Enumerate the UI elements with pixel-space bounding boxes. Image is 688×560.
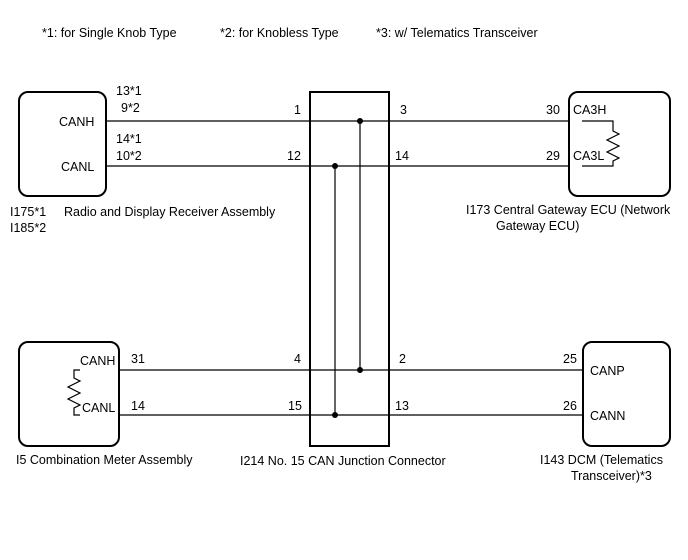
junction-pin-2: 2 <box>399 352 406 366</box>
gateway-name-line1: I173 Central Gateway ECU (Network <box>466 203 671 217</box>
radio-canl-pin-single: 14*1 <box>116 132 142 146</box>
note-knobless: *2: for Knobless Type <box>220 26 339 40</box>
radio-canh-pin-single: 13*1 <box>116 84 142 98</box>
dcm-name-line2: Transceiver)*3 <box>571 469 652 483</box>
meter-canl-pin: 14 <box>131 399 145 413</box>
radio-name: Radio and Display Receiver Assembly <box>64 205 276 219</box>
dcm-cann-pin: 26 <box>563 399 577 413</box>
junction-pin-4: 4 <box>294 352 301 366</box>
dcm-name-line1: I143 DCM (Telematics <box>540 453 663 467</box>
dcm-canp-pin: 25 <box>563 352 577 366</box>
dcm-box <box>582 341 671 447</box>
radio-canh-label: CANH <box>59 115 94 129</box>
meter-name: I5 Combination Meter Assembly <box>16 453 193 467</box>
junction-pin-12: 12 <box>287 149 301 163</box>
radio-receiver-box <box>18 91 107 197</box>
gateway-ca3h-pin: 30 <box>546 103 560 117</box>
junction-pin-15: 15 <box>288 399 302 413</box>
splice-dot-canh-bottom <box>357 367 363 373</box>
junction-pin-3: 3 <box>400 103 407 117</box>
gateway-name-line2: Gateway ECU) <box>496 219 579 233</box>
meter-canh-label: CANH <box>80 354 115 368</box>
junction-pin-1: 1 <box>294 103 301 117</box>
junction-pin-13: 13 <box>395 399 409 413</box>
dcm-cann-label: CANN <box>590 409 625 423</box>
note-telematics: *3: w/ Telematics Transceiver <box>376 26 538 40</box>
gateway-ca3l-label: CA3L <box>573 149 604 163</box>
splice-dot-canl-bottom <box>332 412 338 418</box>
gateway-ca3l-pin: 29 <box>546 149 560 163</box>
radio-code-knobless: I185*2 <box>10 221 46 235</box>
junction-connector-box <box>309 91 390 447</box>
junction-caption: I214 No. 15 CAN Junction Connector <box>240 454 446 468</box>
radio-canl-label: CANL <box>61 160 94 174</box>
gateway-ca3h-label: CA3H <box>573 103 606 117</box>
gateway-termination-resistor <box>582 120 621 167</box>
meter-termination-resistor <box>66 369 82 416</box>
combination-meter-box <box>18 341 120 447</box>
note-single-knob: *1: for Single Knob Type <box>42 26 177 40</box>
splice-dot-canh-top <box>357 118 363 124</box>
radio-code-single: I175*1 <box>10 205 46 219</box>
splice-dot-canl-top <box>332 163 338 169</box>
radio-canh-pin-knobless: 9*2 <box>121 101 140 115</box>
radio-canl-pin-knobless: 10*2 <box>116 149 142 163</box>
meter-canh-pin: 31 <box>131 352 145 366</box>
central-gateway-box <box>568 91 671 197</box>
dcm-canp-label: CANP <box>590 364 625 378</box>
meter-canl-label: CANL <box>82 401 115 415</box>
junction-pin-14: 14 <box>395 149 409 163</box>
